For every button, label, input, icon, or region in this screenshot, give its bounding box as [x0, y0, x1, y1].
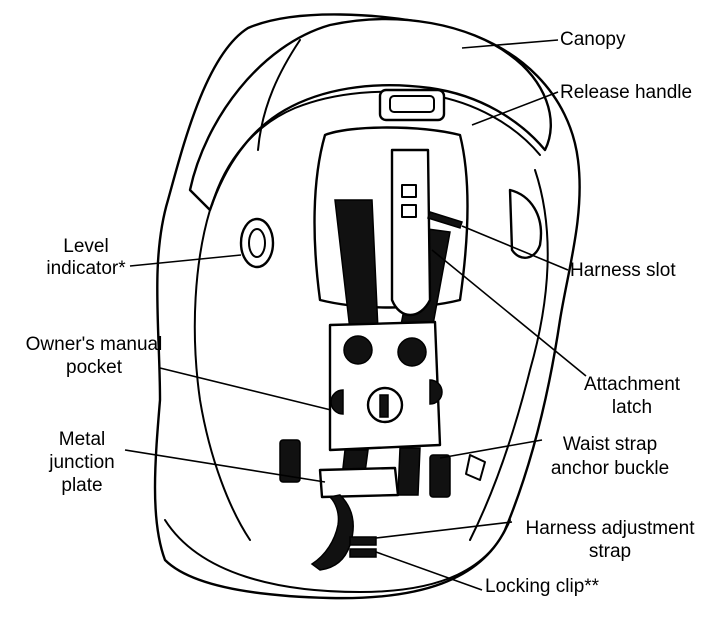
label-release-handle: Release handle [560, 82, 692, 103]
label-metal-plate-line3: plate [61, 475, 102, 496]
label-locking-clip: Locking clip** [485, 576, 600, 597]
car-seat-illustration [155, 14, 580, 598]
label-canopy: Canopy [560, 29, 626, 50]
label-level-indicator-line2: indicator* [46, 258, 126, 279]
label-owners-manual-line1: Owner's manual [26, 334, 163, 355]
label-harness-adjustment-line2: strap [589, 541, 631, 562]
locking-clip-bottom [350, 549, 376, 557]
pocket-hole-1 [344, 336, 372, 364]
label-waist-strap-line1: Waist strap [563, 434, 657, 455]
label-harness-adjustment-line1: Harness adjustment [526, 518, 696, 539]
label-metal-plate-line1: Metal [59, 429, 105, 450]
label-harness-slot: Harness slot [570, 260, 676, 281]
pocket-hole-2 [398, 338, 426, 366]
metal-junction-plate [320, 468, 398, 497]
lower-right-strap [398, 448, 420, 495]
label-metal-plate-line2: junction [48, 452, 115, 473]
label-attachment-latch-line2: latch [612, 397, 652, 418]
label-attachment-latch-line1: Attachment [584, 374, 681, 395]
pocket-slit [380, 395, 388, 417]
attachment-latch [392, 150, 430, 315]
label-level-indicator-line1: Level [63, 236, 108, 257]
level-indicator [241, 219, 273, 267]
locking-clip-top [350, 537, 376, 545]
right-waist-buckle [430, 455, 450, 497]
label-owners-manual-line2: pocket [66, 357, 123, 378]
label-waist-strap-line2: anchor buckle [551, 458, 669, 479]
